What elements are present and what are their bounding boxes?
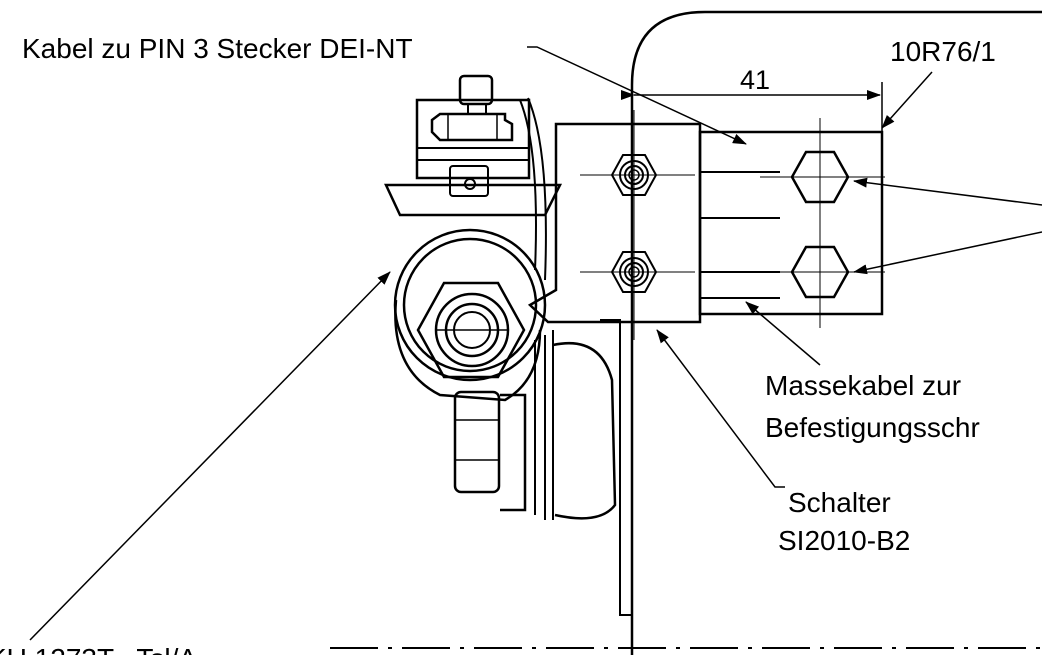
label-dimension-41: 41 bbox=[740, 65, 770, 95]
label-switch-1: Schalter bbox=[788, 487, 891, 518]
label-part-number: 10R76/1 bbox=[890, 36, 996, 67]
switch-body bbox=[527, 110, 702, 340]
label-ground-cable-2: Befestigungsschr bbox=[765, 412, 980, 443]
hex-bolt-upper bbox=[790, 150, 850, 204]
label-ground-cable-1: Massekabel zur bbox=[765, 370, 961, 401]
lower-mount bbox=[453, 319, 632, 616]
panel-outline bbox=[630, 10, 1042, 655]
switch-bracket bbox=[698, 118, 885, 328]
clamp-assembly bbox=[384, 74, 563, 281]
nut-upper bbox=[610, 154, 658, 196]
cable-gland bbox=[393, 228, 547, 402]
label-cable-pin: Kabel zu PIN 3 Stecker DEI-NT bbox=[22, 33, 413, 64]
leader-lines bbox=[29, 46, 1042, 641]
hex-bolt-lower bbox=[790, 245, 850, 299]
nut-lower bbox=[610, 251, 658, 293]
label-switch-2: SI2010-B2 bbox=[778, 525, 910, 556]
label-bottom-left: KU 1273T . Tsl/A bbox=[0, 643, 197, 655]
